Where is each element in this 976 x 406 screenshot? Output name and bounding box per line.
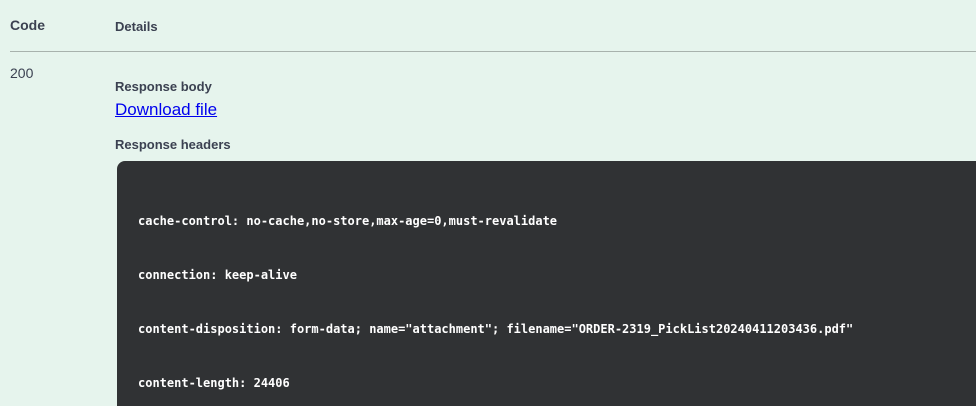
response-header-line: content-disposition: form-data; name="at… bbox=[138, 322, 854, 336]
download-file-link[interactable]: Download file bbox=[115, 100, 218, 119]
response-header-line: connection: keep-alive bbox=[138, 268, 297, 282]
response-headers-label: Response headers bbox=[115, 137, 231, 152]
response-header-line: cache-control: no-cache,no-store,max-age… bbox=[138, 214, 558, 228]
responses-table-header: Code Details bbox=[10, 0, 976, 52]
response-body-label: Response body bbox=[115, 79, 212, 94]
code-column-header: Code bbox=[10, 17, 45, 33]
response-row: 200 Response body Download file Response… bbox=[0, 52, 976, 406]
response-details: Response body Download file Response hea… bbox=[115, 52, 976, 406]
details-column-header: Details bbox=[115, 19, 158, 34]
response-status-code: 200 bbox=[10, 65, 34, 81]
response-header-line: content-length: 24406 bbox=[138, 376, 290, 390]
response-headers-code-block: cache-control: no-cache,no-store,max-age… bbox=[117, 161, 976, 406]
